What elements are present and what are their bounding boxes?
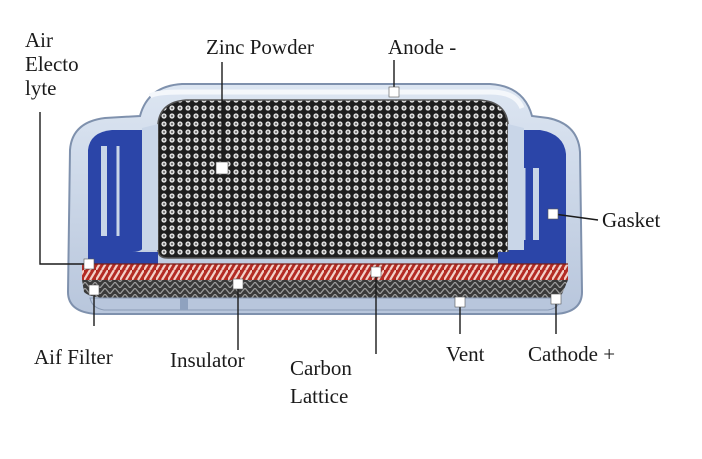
label-anode: Anode - bbox=[388, 35, 457, 59]
carbon-lattice-band bbox=[82, 264, 568, 280]
gasket-left bbox=[88, 130, 146, 252]
zinc-powder-region bbox=[142, 99, 524, 259]
label-gasket: Gasket bbox=[602, 208, 661, 232]
vent-slot bbox=[180, 298, 188, 310]
label-cathode: Cathode + bbox=[528, 342, 616, 366]
cathode-can bbox=[89, 297, 561, 311]
leader-lines bbox=[39, 60, 599, 354]
label-insulator: Insulator bbox=[170, 348, 245, 372]
label-vent: Vent bbox=[446, 342, 485, 366]
gasket-bottom-left bbox=[88, 252, 158, 264]
gasket-bottom-right bbox=[498, 252, 566, 264]
label-markers bbox=[83, 86, 562, 308]
insulator-layer bbox=[82, 280, 568, 298]
label-zinc-powder: Zinc Powder bbox=[206, 35, 314, 59]
label-air-electrolyte: Air Electo lyte bbox=[25, 28, 79, 100]
label-air-filter: Aif Filter bbox=[34, 345, 113, 369]
label-carbon-lattice: Carbon Lattice bbox=[290, 356, 352, 408]
